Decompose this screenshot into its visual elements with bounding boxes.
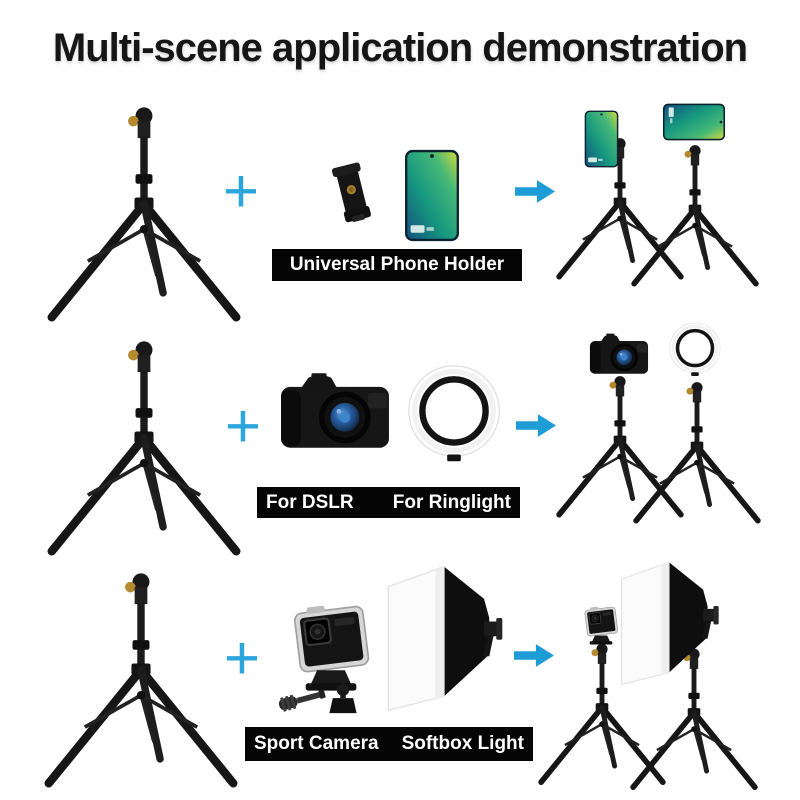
tripod-adapter-graphic — [326, 683, 360, 716]
softbox-light-graphic — [383, 564, 505, 712]
mounted-softbox-graphic — [617, 560, 721, 686]
label-for-ringlight: For Ringlight — [392, 491, 511, 513]
thumb-screw-graphic — [275, 684, 328, 715]
mounted-phone-landscape-graphic — [656, 103, 732, 141]
ring-light-graphic — [407, 364, 501, 463]
label-sportcam-softbox: Sport Camera Softbox Light — [245, 727, 533, 761]
label-text: Universal Phone Holder — [289, 254, 505, 275]
plus-icon: + — [223, 624, 261, 693]
label-sport-camera: Sport Camera — [254, 733, 379, 754]
dslr-camera-graphic — [278, 370, 392, 454]
mounted-ringlight-graphic — [669, 322, 721, 377]
phone-holder-clamp-graphic — [325, 157, 379, 228]
plus-icon: + — [222, 157, 260, 226]
smartphone-graphic — [404, 149, 460, 242]
mounted-sport-camera-graphic — [581, 604, 621, 648]
label-for-dslr: For DSLR — [266, 491, 354, 513]
page-title: Multi-scene application demonstration — [52, 26, 748, 70]
mounted-phone-portrait-graphic — [584, 110, 619, 168]
mounted-dslr-graphic — [588, 332, 650, 377]
tripod-with-ringlight — [627, 380, 767, 527]
label-softbox-light: Softbox Light — [401, 733, 524, 754]
tripod-with-phone-landscape — [625, 143, 765, 290]
label-dslr-ringlight: For DSLR For Ringlight — [257, 487, 520, 518]
arrow-right-icon — [515, 178, 555, 205]
plus-icon: + — [224, 392, 262, 461]
label-universal-phone-holder: Universal Phone Holder — [272, 249, 522, 281]
